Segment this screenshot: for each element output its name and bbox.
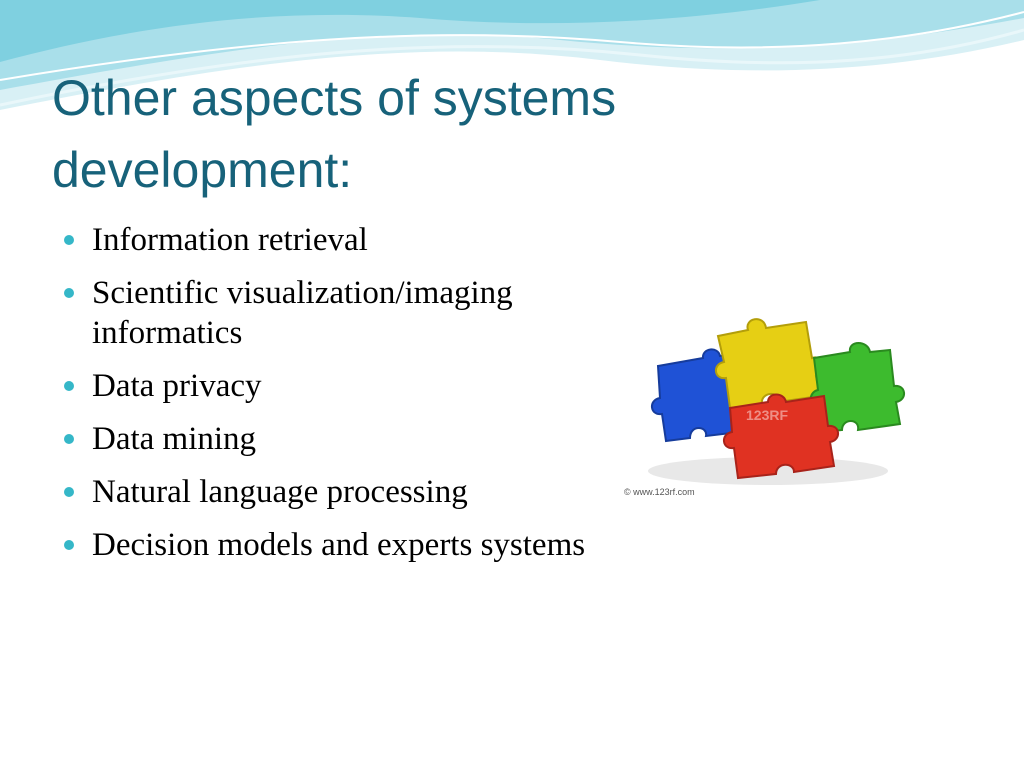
bullet-item: Information retrieval <box>62 220 702 260</box>
bullet-item: Decision models and experts systems <box>62 525 702 565</box>
bullet-dot-icon <box>64 540 74 550</box>
yellow-puzzle-piece <box>715 318 825 410</box>
bullet-list: Information retrieval Scientific visuali… <box>62 220 702 578</box>
puzzle-pieces-image: 123RF <box>648 318 905 485</box>
bullet-item: Scientific visualization/imaging informa… <box>62 273 632 353</box>
slide-title: Other aspects of systems development: <box>52 70 617 198</box>
image-credit: © www.123rf.com <box>624 487 695 497</box>
bullet-dot-icon <box>64 235 74 245</box>
bullet-dot-icon <box>64 487 74 497</box>
bullet-text: Natural language processing <box>92 474 468 510</box>
bullet-item: Data mining <box>62 419 702 459</box>
bullet-text: Scientific visualization/imaging informa… <box>92 275 513 351</box>
bullet-item: Data privacy <box>62 366 702 406</box>
header-wave-decoration <box>0 0 1024 110</box>
red-puzzle-piece <box>723 393 839 480</box>
bullet-dot-icon <box>64 288 74 298</box>
bullet-text: Data mining <box>92 421 257 457</box>
bullet-text: Decision models and experts systems <box>92 527 586 563</box>
bullet-item: Natural language processing <box>62 472 702 512</box>
bullet-dot-icon <box>64 434 74 444</box>
bullet-text: Data privacy <box>92 368 262 404</box>
image-watermark: 123RF <box>746 407 788 423</box>
bullet-text: Information retrieval <box>92 222 368 258</box>
bullet-dot-icon <box>64 381 74 391</box>
